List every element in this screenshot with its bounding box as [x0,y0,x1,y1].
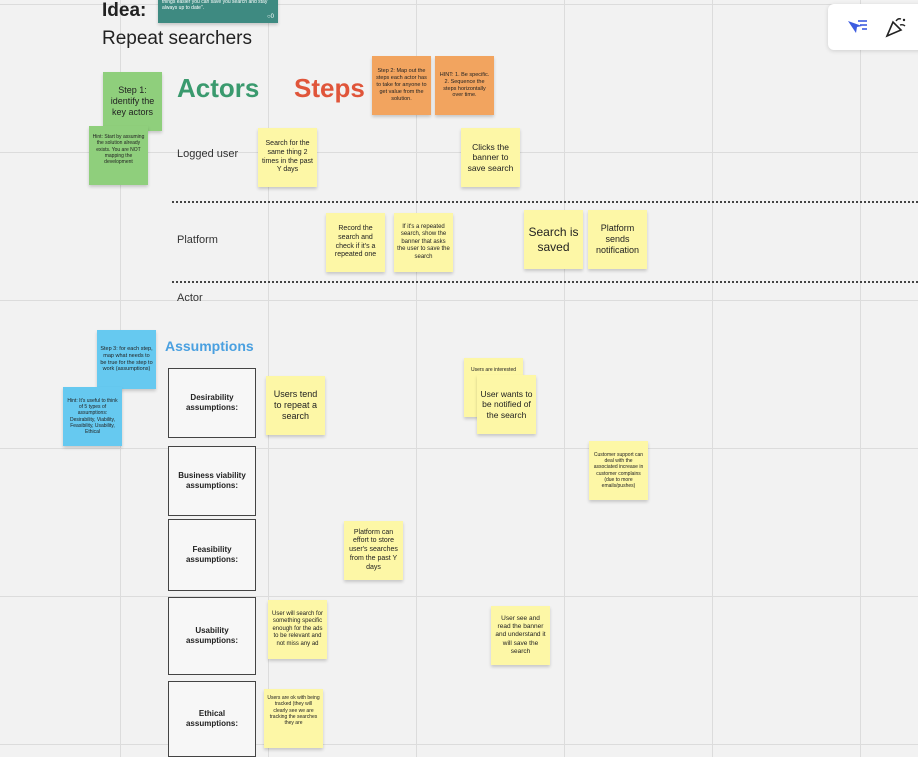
idea-value: Repeat searchers [102,28,252,49]
ethical-assumptions-box: Ethical assumptions: [168,681,256,757]
usability-assumptions-box: Usability assumptions: [168,597,256,675]
steps-header: Steps [294,73,365,103]
step2-note[interactable]: Step 2: Map out the steps each actor has… [372,56,431,115]
step-note[interactable]: Search for the same thing 2 times in the… [258,128,317,187]
hint3-note[interactable]: Hint: It's useful to think of 5 types of… [63,387,122,446]
idea-label: Idea: [102,0,147,21]
comment-count[interactable]: ○0 [267,13,274,20]
top-right-toolbar [828,4,918,50]
celebration-icon[interactable] [884,16,908,38]
top-note[interactable]: things easier you can save you search an… [158,0,278,23]
assumption-note[interactable]: Users tend to repeat a search [266,376,325,435]
step-note[interactable]: Clicks the banner to save search [461,128,520,187]
step-note[interactable]: Search is saved [524,210,583,269]
filter-arrow-icon[interactable] [846,18,868,36]
step-note[interactable]: Record the search and check if it's a re… [326,213,385,272]
step-note[interactable]: Platform sends notification [588,210,647,269]
actor-platform: Platform [177,234,218,246]
step-note[interactable]: If it's a repeated search, show the bann… [394,213,453,272]
feasibility-assumptions-box: Feasibility assumptions: [168,519,256,591]
step1-note[interactable]: Step 1: identify the key actors [103,72,162,131]
assumption-note[interactable]: Users are ok with being tracked (they wi… [264,689,323,748]
actor-placeholder: Actor [177,292,203,304]
business-viability-assumptions-box: Business viability assumptions: [168,446,256,516]
assumptions-header: Assumptions [165,338,254,354]
assumption-note[interactable]: User wants to be notified of the search [477,375,536,434]
step3-note[interactable]: Step 3: for each step, map what needs to… [97,330,156,389]
assumption-note[interactable]: User see and read the banner and underst… [491,606,550,665]
actors-header: Actors [177,73,260,103]
actor-logged-user: Logged user [177,148,239,160]
assumption-note[interactable]: Customer support can deal with the assoc… [589,441,648,500]
hint1-note[interactable]: Hint: Start by assuming the solution alr… [89,126,148,185]
lane-divider [172,281,918,283]
assumption-note[interactable]: Platform can effort to store user's sear… [344,521,403,580]
assumption-note[interactable]: User will search for something specific … [268,600,327,659]
lane-divider [172,201,918,203]
comment-icon: ○ [267,13,271,20]
hint2-note[interactable]: HINT: 1. Be specific. 2. Sequence the st… [435,56,494,115]
desirability-assumptions-box: Desirability assumptions: [168,368,256,438]
